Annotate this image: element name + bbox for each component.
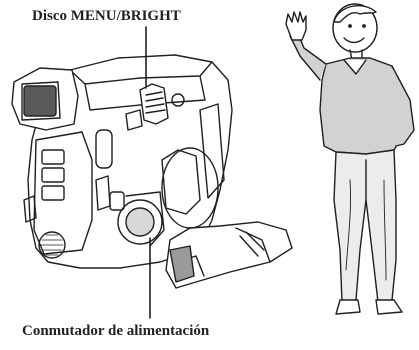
- person-drawing: [285, 3, 415, 315]
- power-switch-label: Conmutador de alimentación: [22, 323, 210, 339]
- side-button-3: [41, 185, 65, 201]
- speaker-grille: [38, 231, 66, 259]
- side-button-2: [41, 167, 65, 183]
- hand-strap: [165, 221, 293, 289]
- side-button-1: [41, 149, 65, 165]
- cassette-slot: [95, 129, 113, 169]
- power-switch: [109, 191, 165, 247]
- menu-bright-dial-label: Disco MENU/BRIGHT: [32, 8, 181, 24]
- menu-bright-dial: [125, 83, 185, 131]
- camcorder-drawing: [11, 26, 293, 319]
- viewfinder-window: [23, 85, 57, 117]
